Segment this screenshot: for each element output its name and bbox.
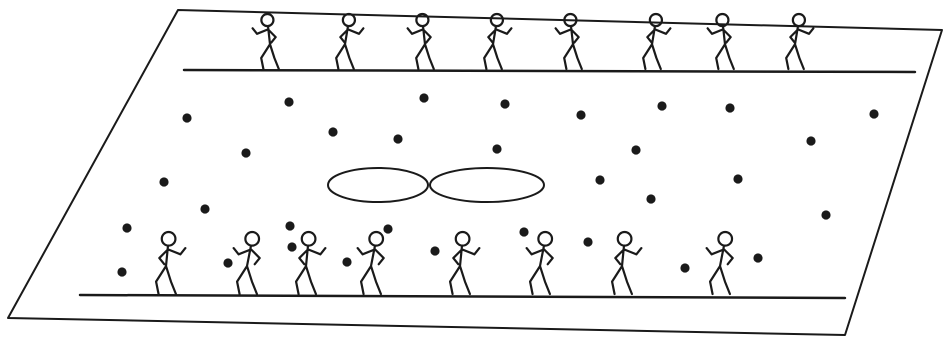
stick-figure (408, 14, 434, 69)
stick-figure (358, 232, 384, 294)
ball (287, 242, 296, 251)
ball (200, 204, 209, 213)
ball (328, 127, 337, 136)
stick-figure (234, 232, 260, 294)
stick-figure (708, 14, 734, 69)
ball (492, 144, 501, 153)
stick-figure (556, 14, 582, 69)
ball (869, 109, 878, 118)
top-start-line (184, 70, 915, 72)
ball (595, 175, 604, 184)
stick-figure (786, 14, 813, 69)
ball (285, 221, 294, 230)
stick-figure (296, 232, 325, 294)
ball (821, 210, 830, 219)
stick-figure (612, 232, 641, 294)
ball (419, 93, 428, 102)
bottom-line-figures (156, 232, 733, 294)
ball (631, 145, 640, 154)
ball (500, 99, 509, 108)
ball (576, 110, 585, 119)
ball (680, 263, 689, 272)
stick-figure (336, 14, 363, 69)
ball (342, 257, 351, 266)
ball (806, 136, 815, 145)
scattered-balls (117, 93, 878, 276)
top-line-figures (253, 14, 814, 69)
ball (733, 174, 742, 183)
ball (241, 148, 250, 157)
ball (223, 258, 232, 267)
stick-figure (450, 232, 479, 294)
ball (519, 227, 528, 236)
field-boundary (8, 10, 942, 335)
ball (122, 223, 131, 232)
ball (657, 101, 666, 110)
ball (284, 97, 293, 106)
ball (753, 253, 762, 262)
ball (159, 177, 168, 186)
ball (725, 103, 734, 112)
ball (646, 194, 655, 203)
center-hoop-left (328, 168, 428, 202)
ball (182, 113, 191, 122)
ball (117, 267, 126, 276)
stick-figure (253, 14, 279, 69)
stick-figure (484, 14, 511, 69)
stick-figure (527, 232, 553, 294)
ball (430, 246, 439, 255)
stick-figure (156, 232, 185, 294)
ball (383, 224, 392, 233)
bottom-start-line (80, 295, 845, 298)
ball (393, 134, 402, 143)
stick-figure (707, 232, 733, 294)
ball (583, 237, 592, 246)
center-hoop-right (430, 168, 544, 202)
